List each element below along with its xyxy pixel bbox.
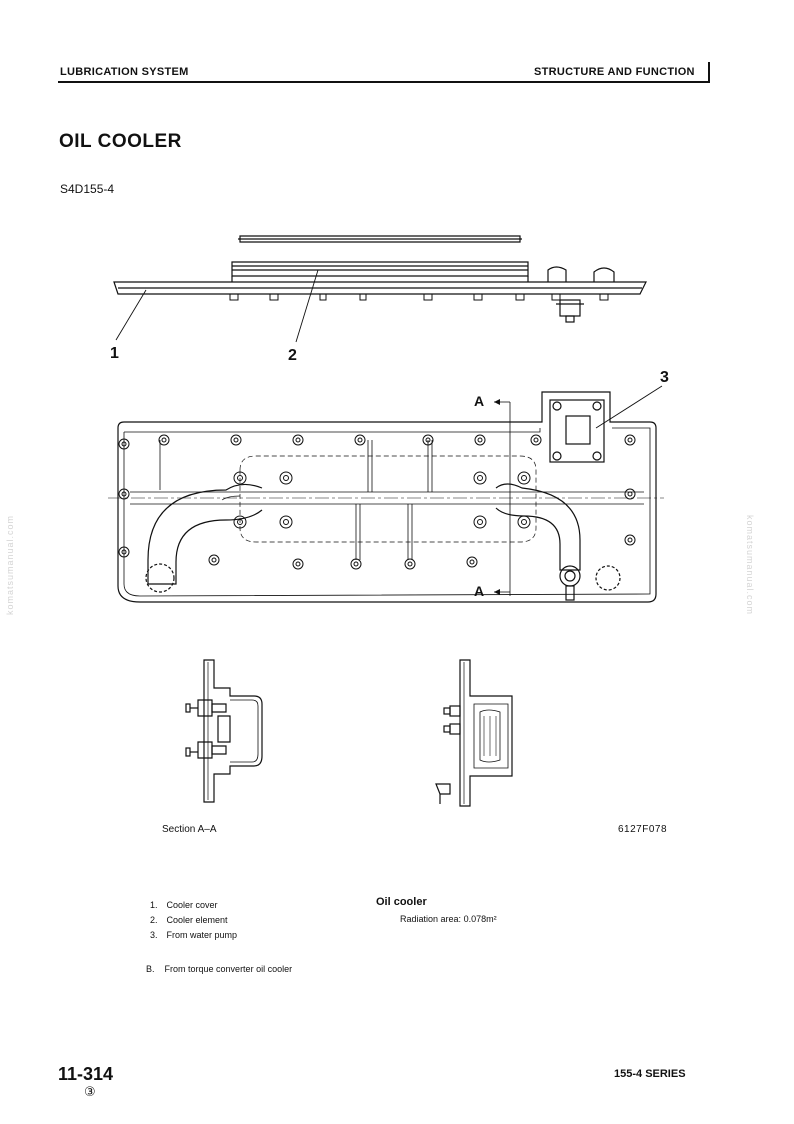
series-label: 155-4 SERIES [614,1068,686,1080]
spec-line: Radiation area: 0.078m² [400,912,497,927]
side-view [113,235,647,323]
legend-item: 3. From water pump [150,930,238,940]
header-rule [58,81,710,83]
callout-3: 3 [660,369,669,386]
section-view-right [435,659,513,807]
legend-list: 1. Cooler cover 2. Cooler element 3. Fro… [150,898,237,943]
section-caption: Section A–A [162,824,217,835]
spec-value: 0.078m² [463,914,497,924]
legend-item-b: B. From torque converter oil cooler [146,964,293,974]
revision-mark: ③ [84,1084,96,1099]
legend-item: 1. Cooler cover [150,900,218,910]
model-label: S4D155-4 [60,182,115,196]
section-a-a-view [185,659,263,803]
page-title: OIL COOLER [59,131,182,152]
figure-code: 6127F078 [618,824,668,835]
section-marker-top: A [474,393,484,409]
callout-2: 2 [288,347,297,364]
page-number: 11-314 [58,1064,114,1084]
header-right: STRUCTURE AND FUNCTION [534,66,695,78]
section-marker-bottom: A [474,583,484,599]
plan-view [108,391,664,603]
spec-heading: Oil cooler [376,896,427,908]
header-rule-right-tick [708,62,710,83]
spec-label: Radiation area: [400,914,462,924]
header-left: LUBRICATION SYSTEM [60,66,189,78]
callout-1: 1 [110,345,119,362]
legend-item: 2. Cooler element [150,915,228,925]
